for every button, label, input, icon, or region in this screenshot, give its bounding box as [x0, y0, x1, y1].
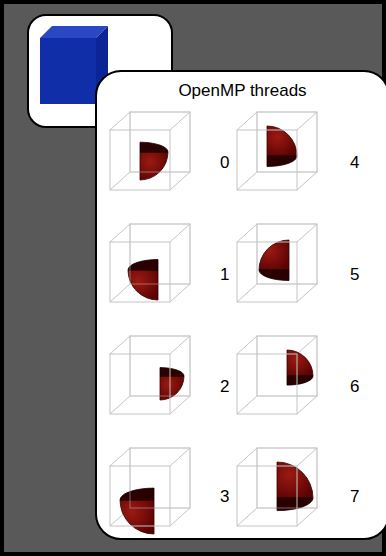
cube-wire: [110, 466, 170, 526]
cube-wire: [257, 112, 317, 172]
cube-wire: [170, 396, 190, 414]
octant-face: [287, 376, 313, 385]
cube-wire: [110, 448, 130, 466]
thread-cell: [237, 448, 317, 526]
cube-wire: [110, 242, 170, 302]
cube-wire: [257, 224, 317, 284]
cube-wire: [170, 172, 190, 190]
octant-face: [277, 498, 313, 511]
cube-wire: [257, 336, 317, 396]
cube-wire: [110, 112, 130, 130]
cube-wire: [237, 284, 257, 302]
cube-wire: [257, 224, 317, 284]
octant-face: [267, 156, 297, 167]
cube-wire: [297, 448, 317, 466]
cube-wire: [130, 112, 190, 172]
sphere-octant: [259, 240, 289, 270]
cube-wire: [237, 448, 257, 466]
octant-face: [259, 270, 289, 281]
cube-wire: [130, 224, 190, 284]
cube-wire: [237, 112, 257, 130]
cube-wire: [297, 508, 317, 526]
cube-wire: [297, 224, 317, 242]
cube-wire: [237, 336, 257, 354]
cube-wire: [257, 112, 317, 172]
octant-face: [140, 142, 168, 152]
sphere-octant: [140, 152, 168, 180]
cube-wire: [110, 284, 130, 302]
thread-cell: [110, 336, 190, 414]
cube-wire: [110, 336, 130, 354]
octant-face: [160, 368, 184, 376]
cube-wire: [237, 466, 297, 526]
cube-wire: [297, 172, 317, 190]
sphere-octant: [277, 462, 313, 498]
cube-wire: [110, 224, 130, 242]
cube-wire: [237, 508, 257, 526]
cube-wire: [297, 396, 317, 414]
sphere-octant: [128, 270, 158, 300]
cube-wire: [237, 354, 297, 414]
cube-wire: [130, 336, 190, 396]
cube-wire: [170, 224, 190, 242]
cube-front: [40, 38, 96, 104]
cube-wire: [110, 130, 170, 190]
thread-cell: [110, 448, 190, 534]
sphere-octant: [120, 500, 154, 534]
thread-cell: [237, 336, 317, 414]
cube-wire: [110, 172, 130, 190]
cube-wire: [170, 448, 190, 466]
octant-face: [120, 488, 154, 500]
cube-wire: [110, 354, 170, 414]
cube-wire: [297, 284, 317, 302]
cube-wire: [297, 112, 317, 130]
cube-wire: [237, 130, 297, 190]
thread-cell: [110, 112, 190, 190]
octant-face: [128, 260, 158, 271]
thread-cell: [237, 112, 317, 190]
cube-wire: [170, 112, 190, 130]
cube-wire: [170, 336, 190, 354]
cube-wire: [237, 172, 257, 190]
thread-cell: [110, 224, 190, 302]
thread-cells: [97, 72, 368, 538]
cube-wire: [257, 336, 317, 396]
cube-wire: [237, 224, 257, 242]
thread-cell: [237, 224, 317, 302]
cube-wire: [237, 242, 297, 302]
cube-wire: [297, 336, 317, 354]
cube-wire: [170, 284, 190, 302]
threads-panel: OpenMP threads: [95, 70, 386, 540]
cube-wire: [257, 448, 317, 508]
cube-wire: [130, 448, 190, 508]
cube-wire: [237, 396, 257, 414]
panel-title: OpenMP threads: [97, 72, 386, 101]
cube-wire: [170, 508, 190, 526]
cube-wire: [110, 396, 130, 414]
